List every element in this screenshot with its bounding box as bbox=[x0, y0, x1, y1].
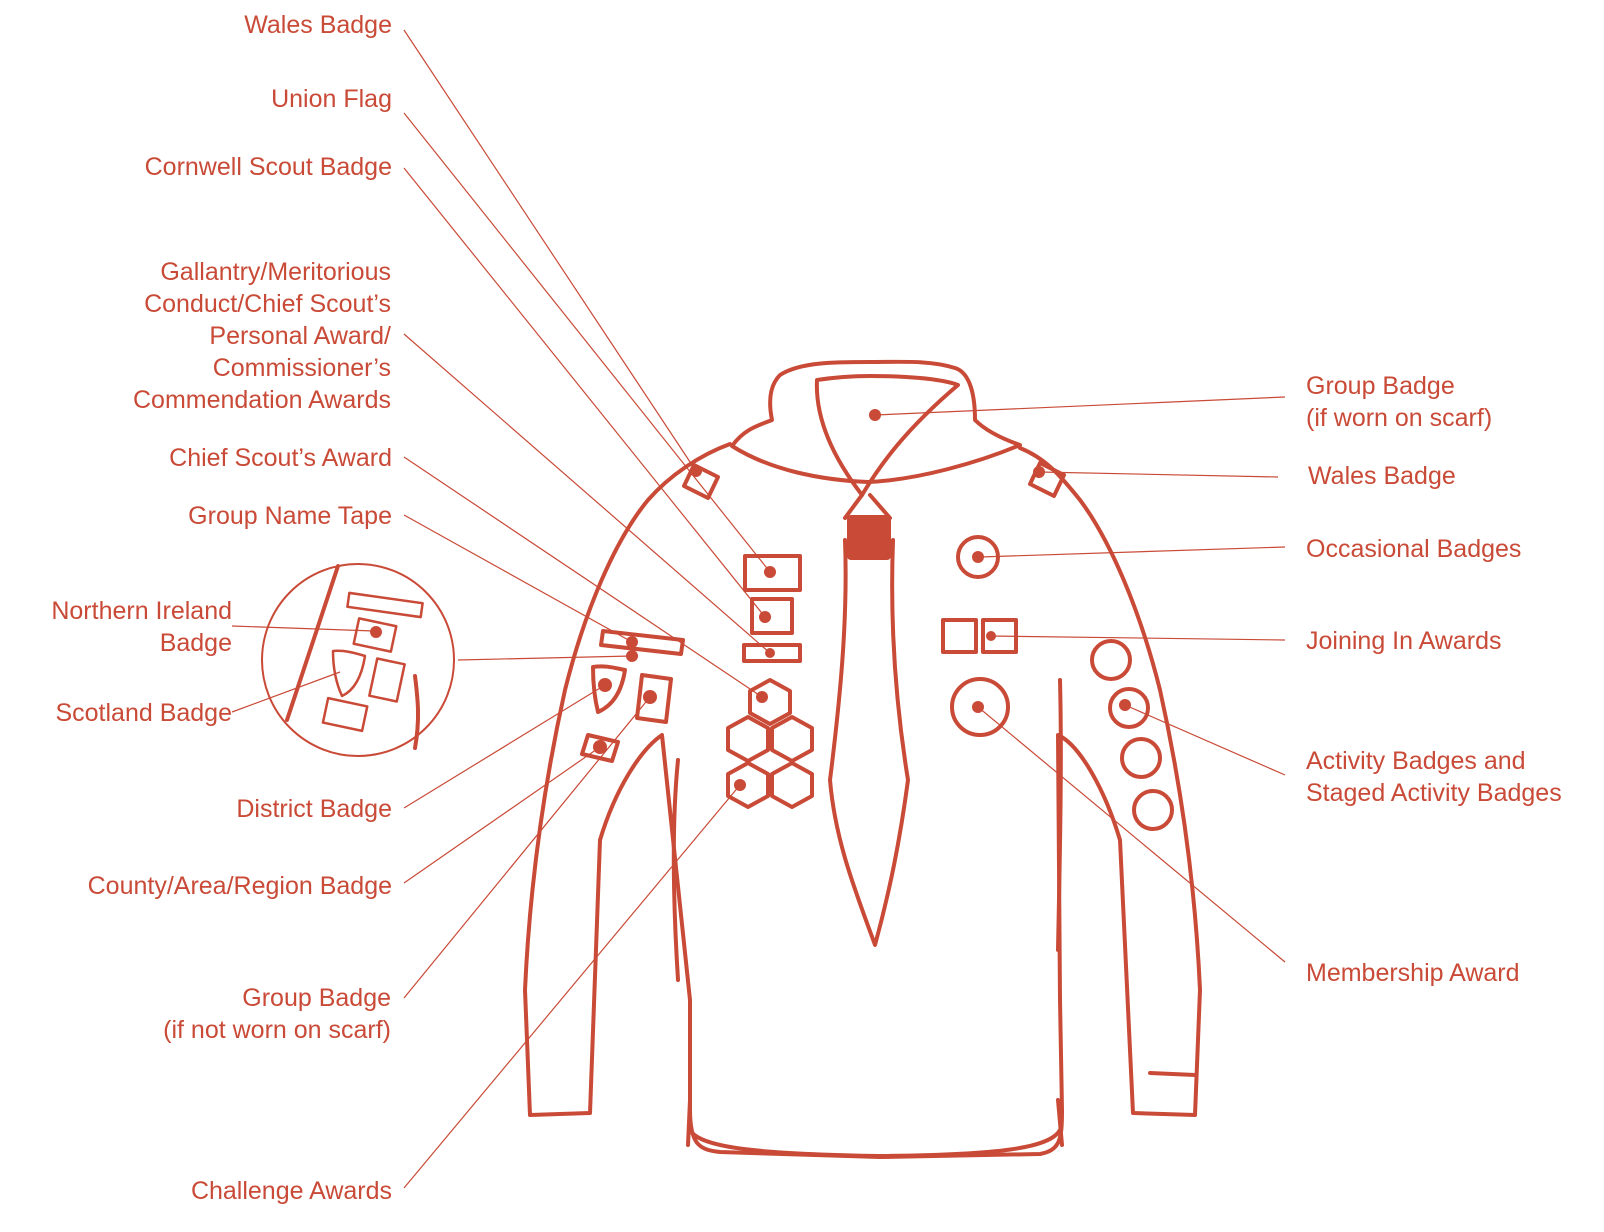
label-district-badge: District Badge bbox=[236, 795, 392, 823]
dot-gallantry bbox=[765, 648, 775, 658]
dot-zoom bbox=[626, 650, 638, 662]
dot-union-flag bbox=[764, 566, 776, 578]
label-group-badge-scarf: Group Badge (if worn on scarf) bbox=[1306, 372, 1493, 432]
label-gallantry-awards: Gallantry/Meritorious Conduct/Chief Scou… bbox=[132, 258, 391, 414]
label-activity-badges: Activity Badges and Staged Activity Badg… bbox=[1306, 747, 1562, 807]
dot-group-not-scarf bbox=[643, 690, 657, 704]
woggle bbox=[847, 515, 891, 560]
label-membership-award: Membership Award bbox=[1306, 959, 1520, 987]
label-chief-scouts-award: Chief Scout’s Award bbox=[169, 444, 392, 472]
dot-group-scarf bbox=[869, 409, 881, 421]
label-wales-badge-right: Wales Badge bbox=[1308, 462, 1456, 490]
dot-challenge bbox=[734, 779, 746, 791]
label-scotland-badge: Scotland Badge bbox=[55, 699, 232, 727]
label-cornwell-scout-badge: Cornwell Scout Badge bbox=[144, 153, 392, 181]
dot-name-tape bbox=[626, 636, 638, 648]
collar bbox=[730, 359, 1022, 484]
dot-chief-scouts bbox=[756, 691, 768, 703]
dot-occasional bbox=[972, 551, 984, 563]
label-northern-ireland-badge: Northern Ireland Badge bbox=[51, 597, 232, 657]
label-wales-badge-left: Wales Badge bbox=[244, 11, 392, 39]
label-joining-in-awards: Joining In Awards bbox=[1306, 627, 1502, 655]
label-challenge-awards: Challenge Awards bbox=[190, 1177, 392, 1205]
dot-activity bbox=[1119, 699, 1131, 711]
label-union-flag: Union Flag bbox=[271, 85, 392, 113]
dot-county bbox=[593, 740, 607, 754]
dot-wales-right bbox=[1033, 466, 1045, 478]
dot-northern-ireland bbox=[370, 626, 382, 638]
shirt-outline bbox=[523, 442, 1202, 1159]
scarf bbox=[828, 538, 910, 947]
label-occasional-badges: Occasional Badges bbox=[1306, 535, 1522, 563]
dot-membership bbox=[972, 701, 984, 713]
dot-cornwell bbox=[759, 611, 771, 623]
label-group-badge-not-scarf: Group Badge (if not worn on scarf) bbox=[163, 984, 391, 1044]
hem-line bbox=[688, 1128, 1062, 1158]
dot-wales-left bbox=[690, 465, 702, 477]
dot-joining-in bbox=[986, 631, 996, 641]
label-county-area-region-badge: County/Area/Region Badge bbox=[87, 872, 392, 900]
label-group-name-tape: Group Name Tape bbox=[188, 502, 392, 530]
dot-district bbox=[598, 678, 612, 692]
